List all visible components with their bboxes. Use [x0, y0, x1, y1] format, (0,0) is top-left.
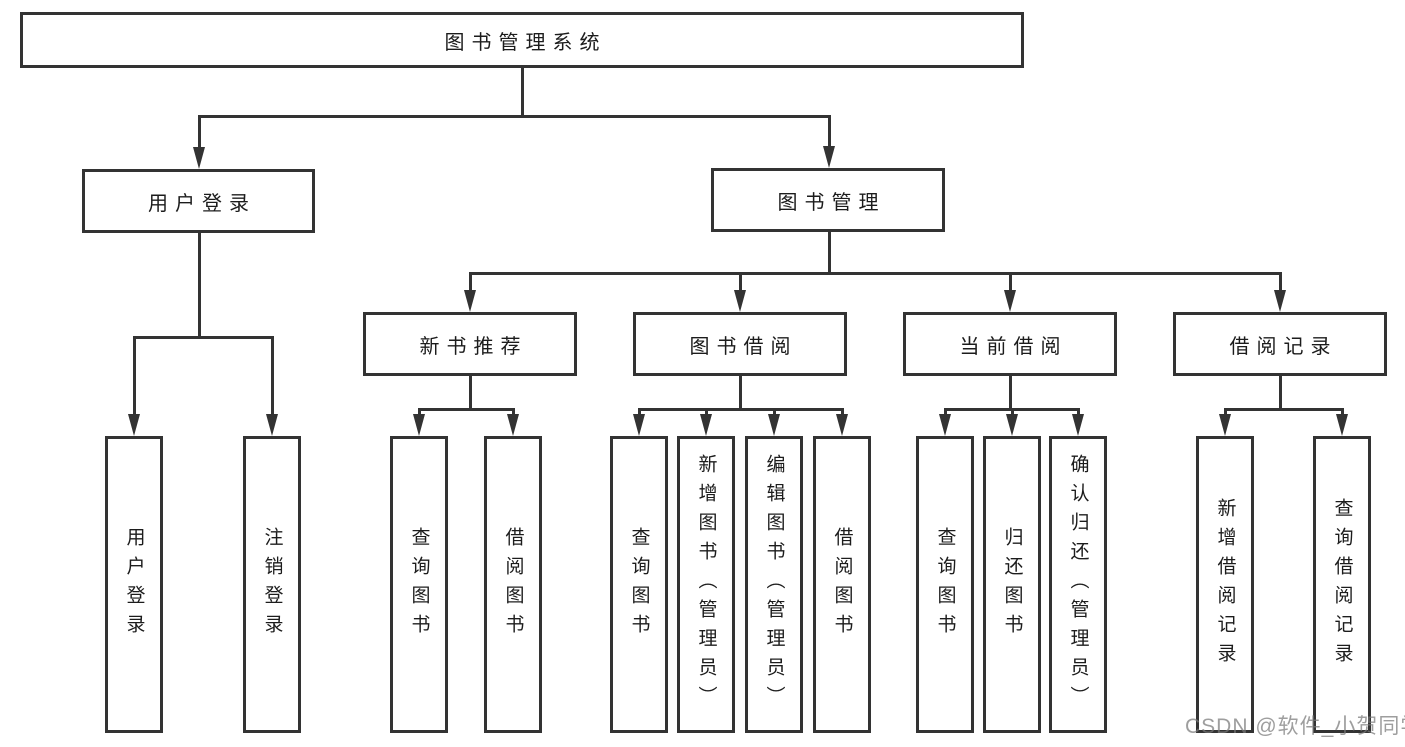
leaf-nb-borrow-books-label: 借阅图书 [502, 526, 524, 643]
node-current-borrow: 当前借阅 [903, 312, 1117, 376]
connector-book-borrow-stub [738, 375, 742, 411]
arrow-down [822, 116, 836, 168]
connector-new-book-stub [468, 375, 472, 411]
leaf-cb-confirm-return-admin: 确认归还（管理员） [1049, 436, 1107, 733]
arrow-down [632, 408, 646, 436]
leaf-bb-edit-books-admin: 编辑图书（管理员） [745, 436, 803, 733]
node-borrow-records: 借阅记录 [1173, 312, 1387, 376]
leaf-br-query-record-label: 查询借阅记录 [1331, 497, 1353, 672]
node-book-borrow: 图书借阅 [633, 312, 847, 376]
leaf-cb-return-books: 归还图书 [983, 436, 1041, 733]
leaf-cb-confirm-return-admin-label: 确认归还（管理员） [1067, 454, 1089, 715]
node-current-borrow-label: 当前借阅 [959, 335, 1068, 358]
node-book-borrow-label: 图书借阅 [689, 335, 798, 358]
leaf-bb-borrow-books-label: 借阅图书 [831, 526, 853, 643]
leaf-cb-query-books: 查询图书 [916, 436, 974, 733]
leaf-br-query-record: 查询借阅记录 [1313, 436, 1371, 733]
arrow-down [1003, 272, 1017, 312]
arrow-down [412, 408, 426, 436]
arrow-down [265, 336, 279, 436]
arrow-down [938, 408, 952, 436]
connector-level2-rail [197, 115, 831, 118]
leaf-bb-query-books: 查询图书 [610, 436, 668, 733]
leaf-br-add-record: 新增借阅记录 [1196, 436, 1254, 733]
connector-level3-rail [468, 272, 1282, 275]
leaf-nb-query-books-label: 查询图书 [408, 526, 430, 643]
leaf-logout: 注销登录 [243, 436, 301, 733]
arrow-down [835, 408, 849, 436]
leaf-bb-add-books-admin: 新增图书（管理员） [677, 436, 735, 733]
arrow-down [1335, 408, 1349, 436]
arrow-down [1071, 408, 1085, 436]
node-user-login: 用户登录 [82, 169, 315, 233]
leaf-nb-borrow-books: 借阅图书 [484, 436, 542, 733]
leaf-bb-edit-books-admin-label: 编辑图书（管理员） [763, 454, 785, 715]
connector-borrow-records-rail [1223, 408, 1344, 411]
leaf-cb-query-books-label: 查询图书 [934, 526, 956, 643]
node-root: 图书管理系统 [20, 12, 1024, 68]
arrow-down [506, 408, 520, 436]
arrow-down [699, 408, 713, 436]
leaf-nb-query-books: 查询图书 [390, 436, 448, 733]
leaf-bb-borrow-books: 借阅图书 [813, 436, 871, 733]
arrow-down [1218, 408, 1232, 436]
arrow-down [1005, 408, 1019, 436]
leaf-bb-add-books-admin-label: 新增图书（管理员） [695, 454, 717, 715]
arrow-down [1273, 272, 1287, 312]
connector-current-borrow-stub [1008, 375, 1012, 411]
node-new-book-recommend-label: 新书推荐 [419, 335, 528, 358]
node-borrow-records-label: 借阅记录 [1229, 335, 1338, 358]
connector-book-management-stub [827, 231, 831, 275]
arrow-down [192, 116, 206, 169]
connector-user-login-rail [132, 336, 274, 339]
leaf-cb-return-books-label: 归还图书 [1001, 526, 1023, 643]
connector-borrow-records-stub [1278, 375, 1282, 411]
connector-user-login-stub [197, 232, 201, 339]
node-book-management: 图书管理 [711, 168, 945, 232]
arrow-down [127, 336, 141, 436]
node-root-label: 图书管理系统 [444, 31, 607, 54]
leaf-br-add-record-label: 新增借阅记录 [1214, 497, 1236, 672]
watermark: CSDN @软件_小贺同学 [1185, 715, 1405, 738]
leaf-user-login: 用户登录 [105, 436, 163, 733]
arrow-down [733, 272, 747, 312]
arrow-down [463, 272, 477, 312]
node-book-management-label: 图书管理 [777, 191, 886, 214]
connector-new-book-rail [417, 408, 515, 411]
leaf-logout-label: 注销登录 [261, 526, 283, 643]
node-user-login-label: 用户登录 [148, 192, 256, 215]
connector-root-stub [520, 68, 524, 118]
leaf-user-login-label: 用户登录 [123, 526, 145, 643]
connector-book-borrow-rail [637, 408, 844, 411]
node-new-book-recommend: 新书推荐 [363, 312, 577, 376]
arrow-down [767, 408, 781, 436]
leaf-bb-query-books-label: 查询图书 [628, 526, 650, 643]
